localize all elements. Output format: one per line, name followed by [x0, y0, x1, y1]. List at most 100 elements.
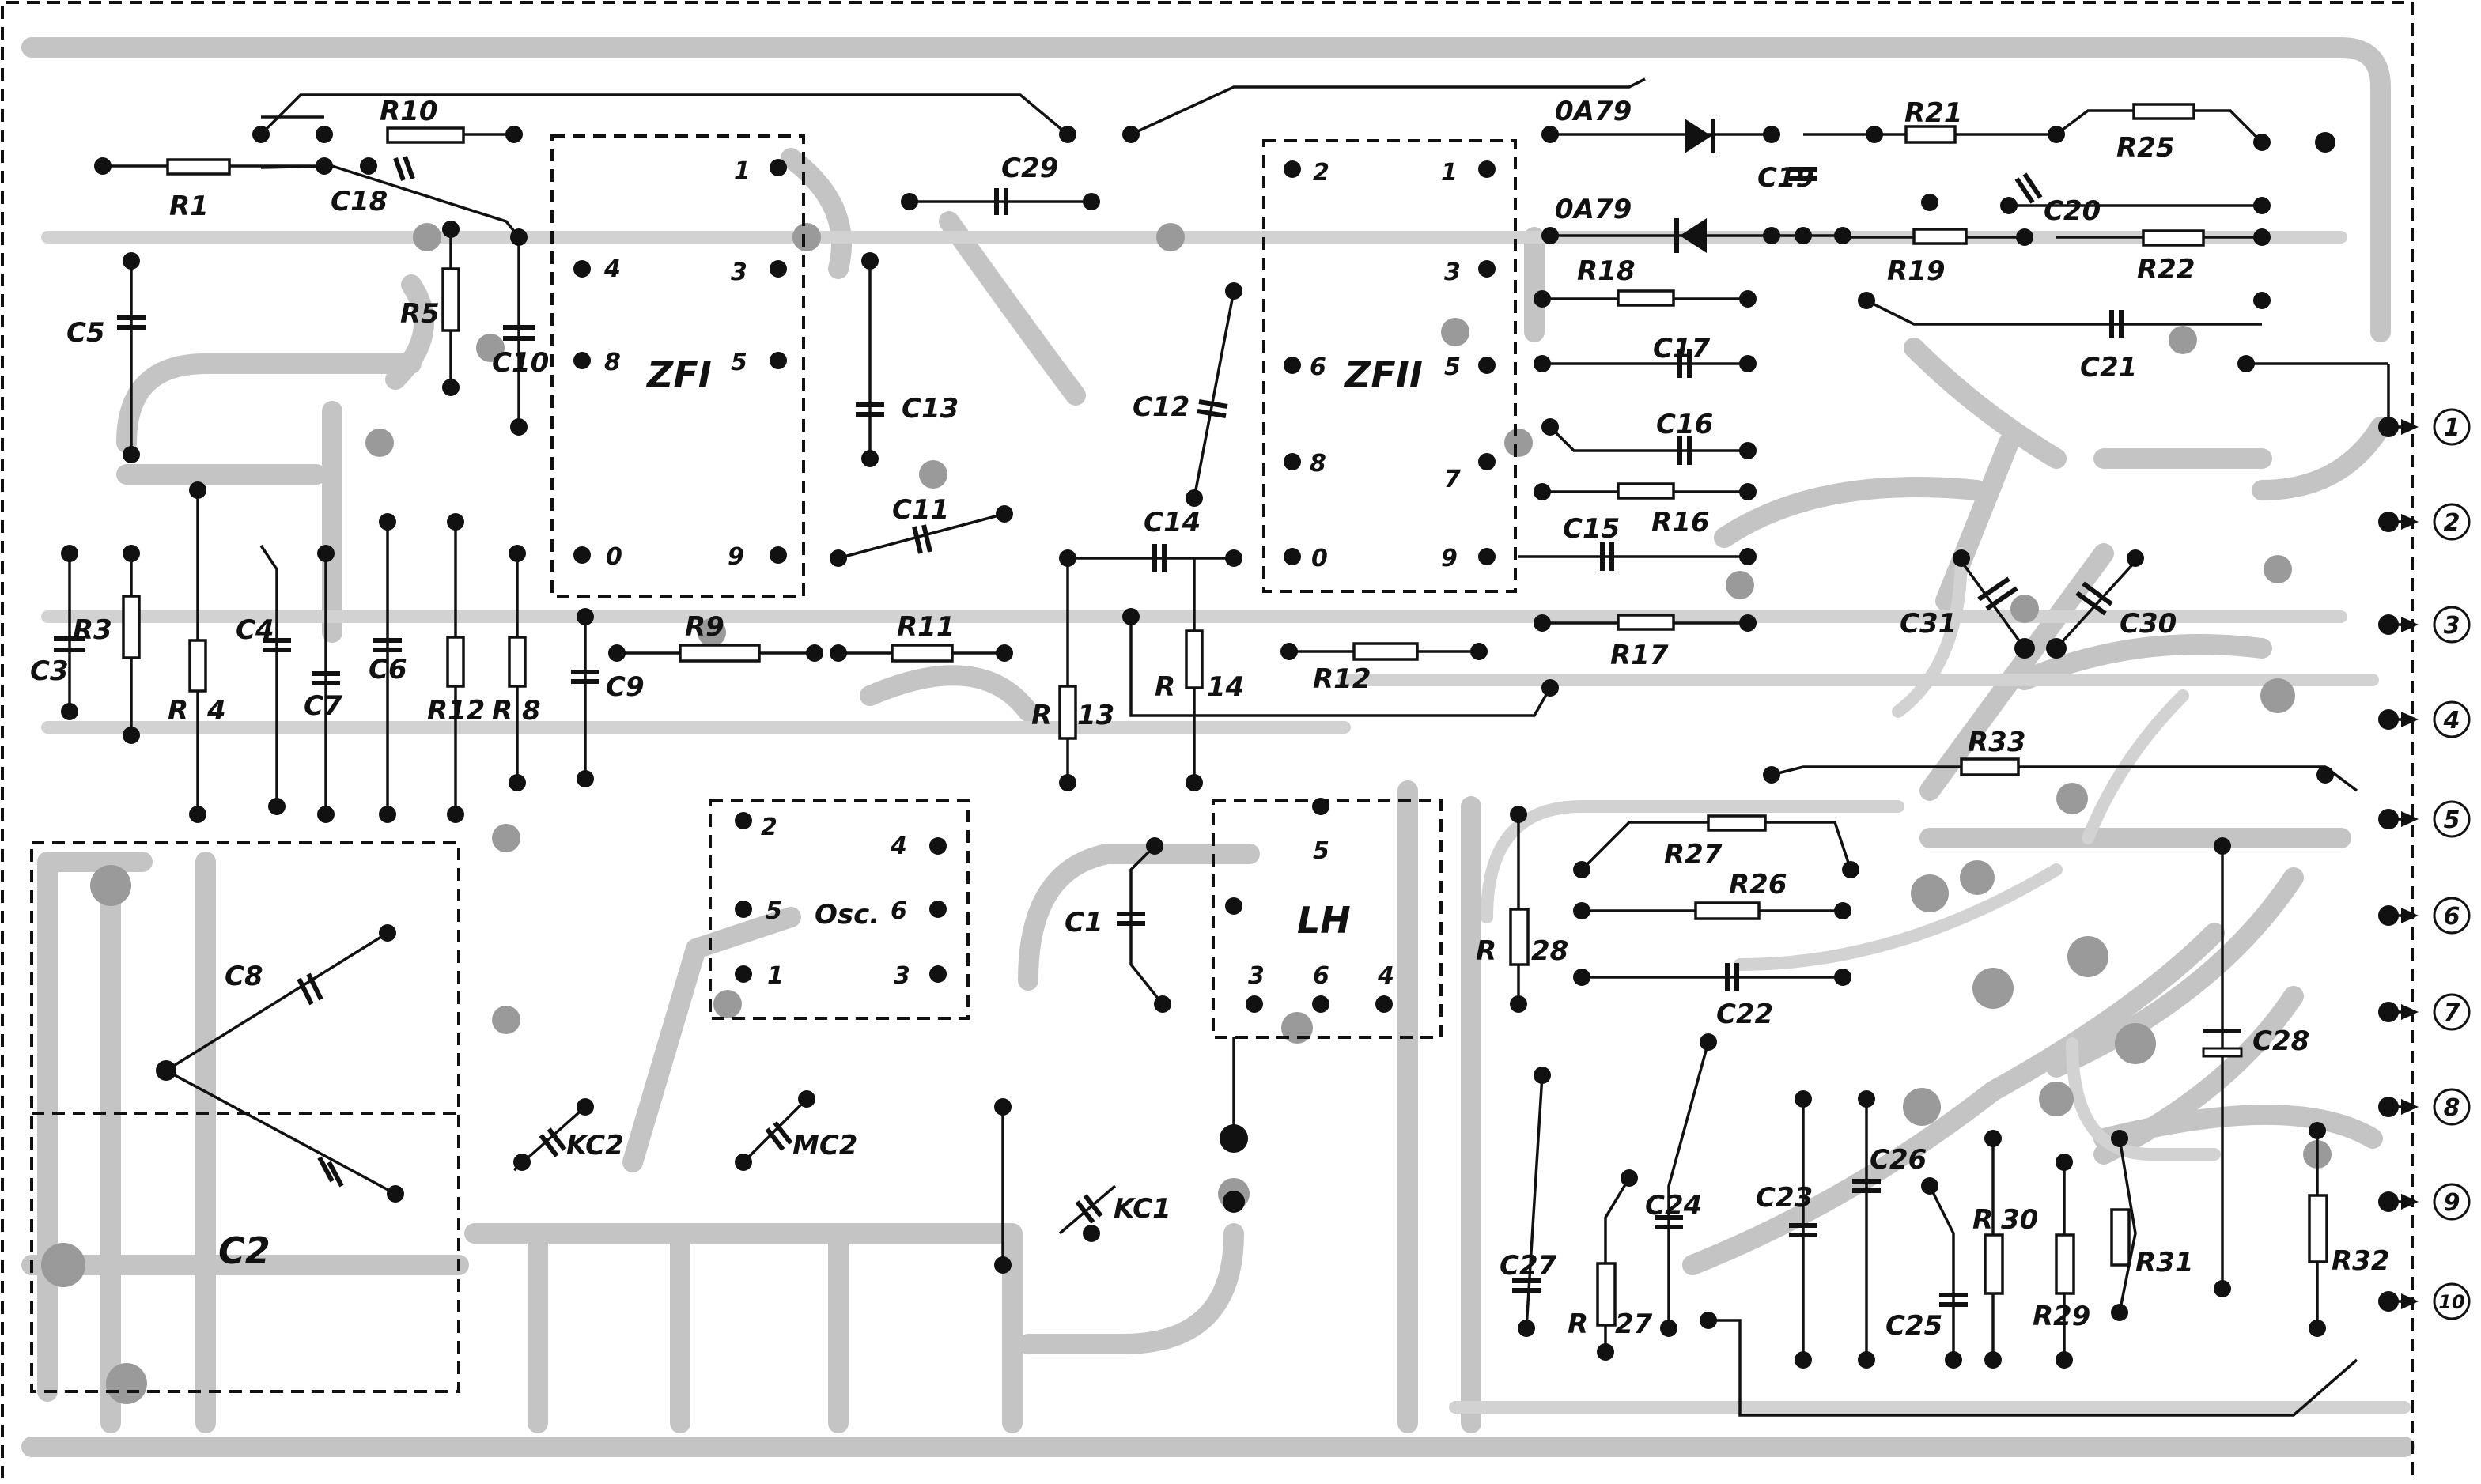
- terminal-circles: [2433, 408, 2471, 1320]
- zf1-pin-4: 4: [603, 255, 621, 283]
- zf2-outline: [1262, 139, 1517, 593]
- label-c22: C22: [1716, 999, 1773, 1030]
- capacitor-c17: [1677, 349, 1692, 378]
- label-diode-upper: 0A79: [1555, 96, 1632, 127]
- label-c13: C13: [902, 393, 959, 425]
- terminal-5: 5: [2444, 806, 2460, 834]
- label-r32: R32: [2332, 1245, 2390, 1277]
- osc-pin-1: 1: [767, 962, 784, 990]
- resistor-r5: [441, 267, 460, 332]
- label-r12: R12: [1313, 663, 1371, 695]
- resistor-r9: [679, 644, 761, 663]
- resistor-r12: [1352, 642, 1419, 661]
- terminal-6: 6: [2444, 903, 2460, 931]
- label-r11: R11: [897, 611, 955, 643]
- zf1-pin-0: 0: [606, 543, 622, 571]
- resistor-bodies: [122, 103, 2328, 1327]
- capacitor-c24: [1655, 1215, 1683, 1229]
- label-c14: C14: [1144, 507, 1201, 538]
- terminal-4: 4: [2443, 707, 2460, 734]
- resistor-r22: [2132, 103, 2195, 120]
- capacitor-c19: [1789, 167, 1817, 181]
- module-label-zf2: ZFII: [1343, 353, 1423, 396]
- label-r22: R25: [2116, 132, 2175, 164]
- label-r29-suffix: 29: [2053, 1301, 2090, 1332]
- osc-outline: [709, 799, 970, 1020]
- label-r8-prefix: R: [492, 695, 512, 727]
- resistor-r19: [1904, 125, 1957, 144]
- c2-outline: [30, 841, 460, 1393]
- lh-pin-5: 5: [1313, 837, 1329, 865]
- label-c15: C15: [1563, 513, 1620, 545]
- zf1-pin-3: 3: [731, 259, 747, 286]
- label-c10: C10: [492, 347, 549, 379]
- trimmer-mc2: [742, 1097, 808, 1164]
- capacitor-c8-upper: [297, 972, 323, 1006]
- terminal-2: 2: [2444, 509, 2460, 537]
- osc-pin-5: 5: [766, 897, 782, 925]
- resistor-r3: [122, 595, 141, 659]
- terminal-10: 10: [2438, 1291, 2464, 1313]
- label-r8-suffix: 8: [522, 695, 541, 727]
- zf2-pin-9: 9: [1441, 545, 1458, 572]
- label-c7: C7: [304, 690, 342, 722]
- label-r27-prefix: R: [1568, 1308, 1588, 1340]
- label-r30-suffix: 30: [2001, 1204, 2038, 1236]
- resistor-r4: [188, 639, 207, 693]
- zf1-pin-8: 8: [604, 349, 621, 376]
- label-c9: C9: [606, 671, 645, 703]
- label-r28-suffix: 28: [1531, 935, 1568, 967]
- zf2-pin-8: 8: [1310, 450, 1326, 478]
- component-pads: [61, 126, 2399, 1369]
- diode-oa79-lower: [1674, 218, 1707, 253]
- zf1-outline: [550, 134, 805, 598]
- osc-pin-4: 4: [890, 833, 907, 860]
- capacitor-c27: [1512, 1278, 1541, 1293]
- capacitor-c22: [1725, 963, 1739, 991]
- label-r12-left-prefix: R: [427, 695, 448, 727]
- capacitor-c1: [1117, 912, 1145, 926]
- label-r9: R9: [685, 611, 724, 643]
- label-c5: C5: [66, 317, 105, 349]
- lh-pin-6: 6: [1313, 962, 1329, 990]
- label-r29-prefix: R: [2033, 1301, 2053, 1332]
- label-r27-suffix: 27: [1615, 1308, 1653, 1340]
- resistor-r33: [1960, 757, 2020, 776]
- capacitor-c28: [2202, 1029, 2243, 1058]
- terminal-1: 1: [2444, 414, 2460, 442]
- module-label-c2: C2: [218, 1229, 270, 1272]
- zf2-pin-0: 0: [1311, 545, 1328, 572]
- osc-pin-2: 2: [761, 814, 777, 841]
- label-c19: C19: [1757, 162, 1814, 194]
- capacitor-c13: [856, 402, 884, 417]
- zf2-pin-3: 3: [1444, 259, 1461, 286]
- diode-oa79-upper: [1685, 119, 1715, 153]
- capacitor-c21: [2109, 310, 2124, 338]
- capacitor-c3: [54, 636, 85, 652]
- label-c4: C4: [236, 614, 274, 646]
- label-c20: C20: [2044, 195, 2101, 227]
- capacitor-c29: [994, 188, 1008, 215]
- lh-outline: [1212, 799, 1443, 1039]
- capacitor-c11: [912, 524, 932, 554]
- resistor-r27: [1596, 1262, 1617, 1327]
- label-c16: C16: [1656, 409, 1713, 440]
- capacitor-c7: [312, 671, 340, 685]
- label-r12-left-suffix: 12: [448, 695, 485, 727]
- resistor-r26: [1707, 814, 1767, 832]
- capacitor-c9: [571, 670, 599, 684]
- capacitor-c15: [1600, 542, 1614, 571]
- label-c23: C23: [1756, 1182, 1813, 1214]
- resistor-r21: [2142, 229, 2205, 247]
- lh-pin-3: 3: [1248, 962, 1265, 990]
- label-c25: C25: [1885, 1310, 1942, 1342]
- capacitor-c25: [1939, 1293, 1968, 1307]
- resistor-r25: [1694, 901, 1761, 920]
- label-r1: R1: [169, 191, 209, 222]
- track-pads: [41, 223, 2332, 1404]
- resistor-r8: [508, 636, 527, 688]
- capacitor-c31: [1977, 576, 2018, 611]
- label-r16: R17: [1610, 640, 1669, 671]
- resistor-r28: [1509, 908, 1530, 966]
- label-r3: R3: [73, 614, 112, 646]
